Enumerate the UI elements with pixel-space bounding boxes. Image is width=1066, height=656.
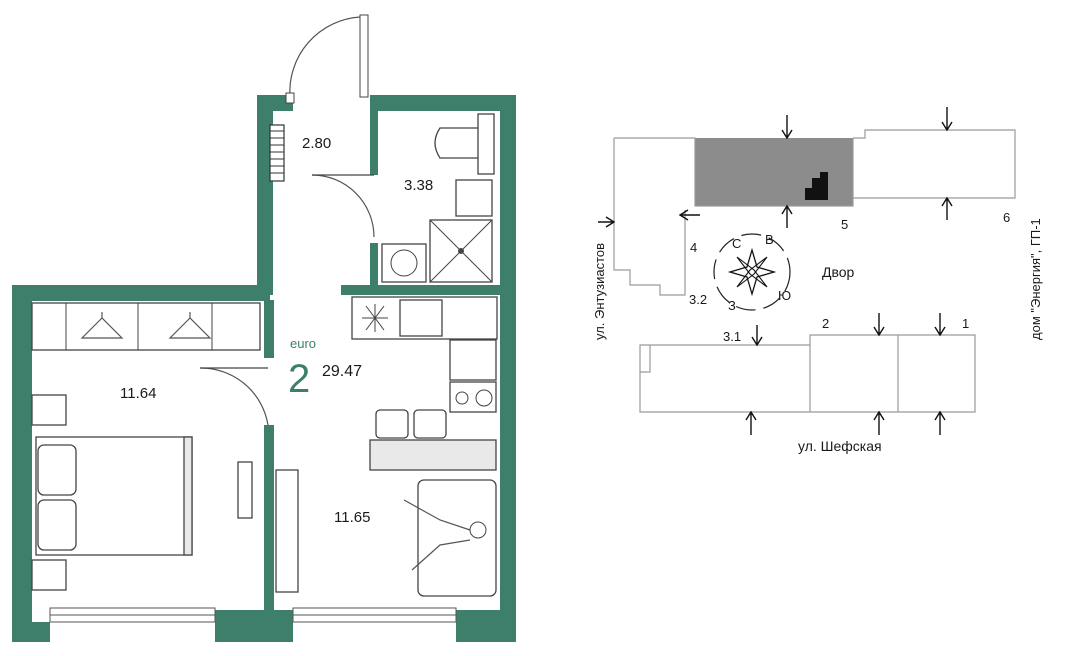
building-east-label: дом "Энергия", ГП-1 (1028, 218, 1043, 340)
bathroom-area: 3.38 (404, 177, 433, 194)
section-3-1: 3.1 (723, 329, 741, 344)
room-count: 2 (288, 357, 310, 401)
compass-north: С (732, 236, 741, 251)
entrance-arrows (598, 107, 953, 435)
bedroom-area: 11.64 (120, 385, 156, 402)
wardrobe (31, 302, 261, 351)
bathroom-fixtures (381, 113, 495, 283)
compass-south: Ю (778, 288, 791, 303)
living-furniture (237, 461, 497, 597)
section-3-2: 3.2 (689, 292, 707, 307)
section-6: 6 (1003, 210, 1010, 225)
apartment-type-label: euro (290, 336, 316, 351)
section-2: 2 (822, 316, 829, 331)
floor-plan: 2.80 3.38 11.64 11.65 euro 2 29.47 (12, 14, 516, 642)
compass-east: В (765, 232, 774, 247)
section-numbers: 1 2 3.1 3.2 4 5 6 (689, 210, 1010, 344)
courtyard-label: Двор (822, 264, 855, 280)
kitchen (351, 296, 498, 471)
room-labels: 2.80 3.38 11.64 11.65 euro 2 29.47 (120, 135, 433, 526)
site-plan: С В Ю З 1 2 3.1 3.2 4 5 (592, 107, 1043, 454)
entrance-door (285, 14, 369, 104)
hall-area: 2.80 (302, 135, 331, 152)
bathroom-door (311, 174, 375, 238)
living-area: 11.65 (334, 509, 370, 526)
section-1: 1 (962, 316, 969, 331)
total-area: 29.47 (322, 363, 362, 380)
street-south-label: ул. Шефская (798, 438, 882, 454)
section-4: 4 (690, 240, 697, 255)
windows (49, 607, 457, 623)
walls (12, 95, 516, 642)
bed (31, 394, 193, 591)
street-west-label: ул. Энтузиастов (592, 243, 607, 340)
bedroom-door (199, 367, 269, 426)
compass: С В Ю З (713, 232, 791, 313)
apartment-mark (805, 172, 828, 200)
compass-west: З (728, 298, 736, 313)
highlighted-section (695, 138, 853, 206)
section-5: 5 (841, 217, 848, 232)
